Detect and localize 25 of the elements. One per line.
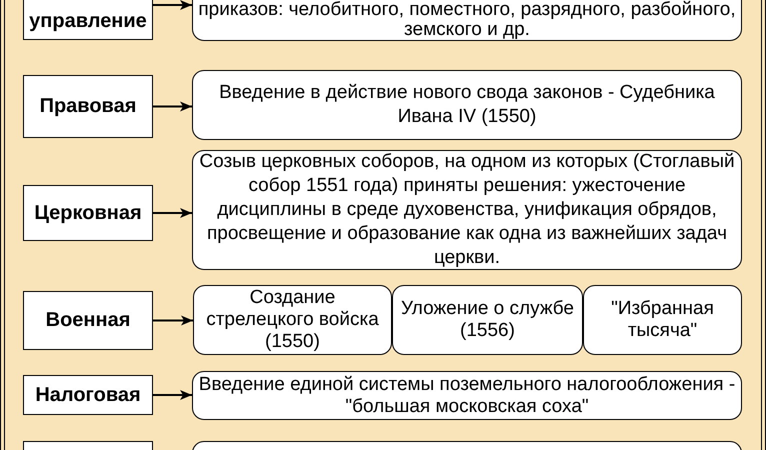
category-label: Военная [46, 309, 130, 332]
category-box [23, 375, 153, 415]
arrow [153, 208, 192, 218]
category-label: Налоговая [35, 384, 141, 406]
description-text: "Избранная тысяча" [610, 298, 715, 342]
description-text: Созыв церковных соборов, на одном из которых (Стоглавый собор 1551 года) приняты решения: ужесточение дисциплины в среде духовенства, унификация обрядов, просвещение и образование как одна из важнейших задач церкви. [198, 150, 736, 270]
category-box [23, 291, 153, 350]
description-box [583, 285, 742, 355]
description-text: Введение единой системы поземельного налогообложения - "большая московская соха" [198, 374, 736, 418]
description-box [192, 70, 742, 140]
category-box [23, 75, 153, 138]
description-box [193, 285, 392, 355]
arrow [153, 390, 192, 400]
description-text: Создание стрелецкого войска (1550) [205, 287, 380, 353]
description-text: приказов: челобитного, поместного, разрядного, разбойного, земского и др. [197, 0, 737, 40]
description-text: Введение в действие нового свода законов - Судебника Ивана IV (1550) [218, 81, 716, 129]
category-label: Правовая [40, 95, 136, 118]
arrow [153, 0, 192, 10]
arrow [153, 316, 193, 326]
category-box [23, 185, 153, 241]
category-label: Церковная [34, 202, 142, 224]
description-text: Уложение о службе (1556) [400, 298, 575, 342]
category-label: управление [29, 10, 147, 33]
arrow [153, 102, 192, 112]
description-box [392, 285, 583, 355]
